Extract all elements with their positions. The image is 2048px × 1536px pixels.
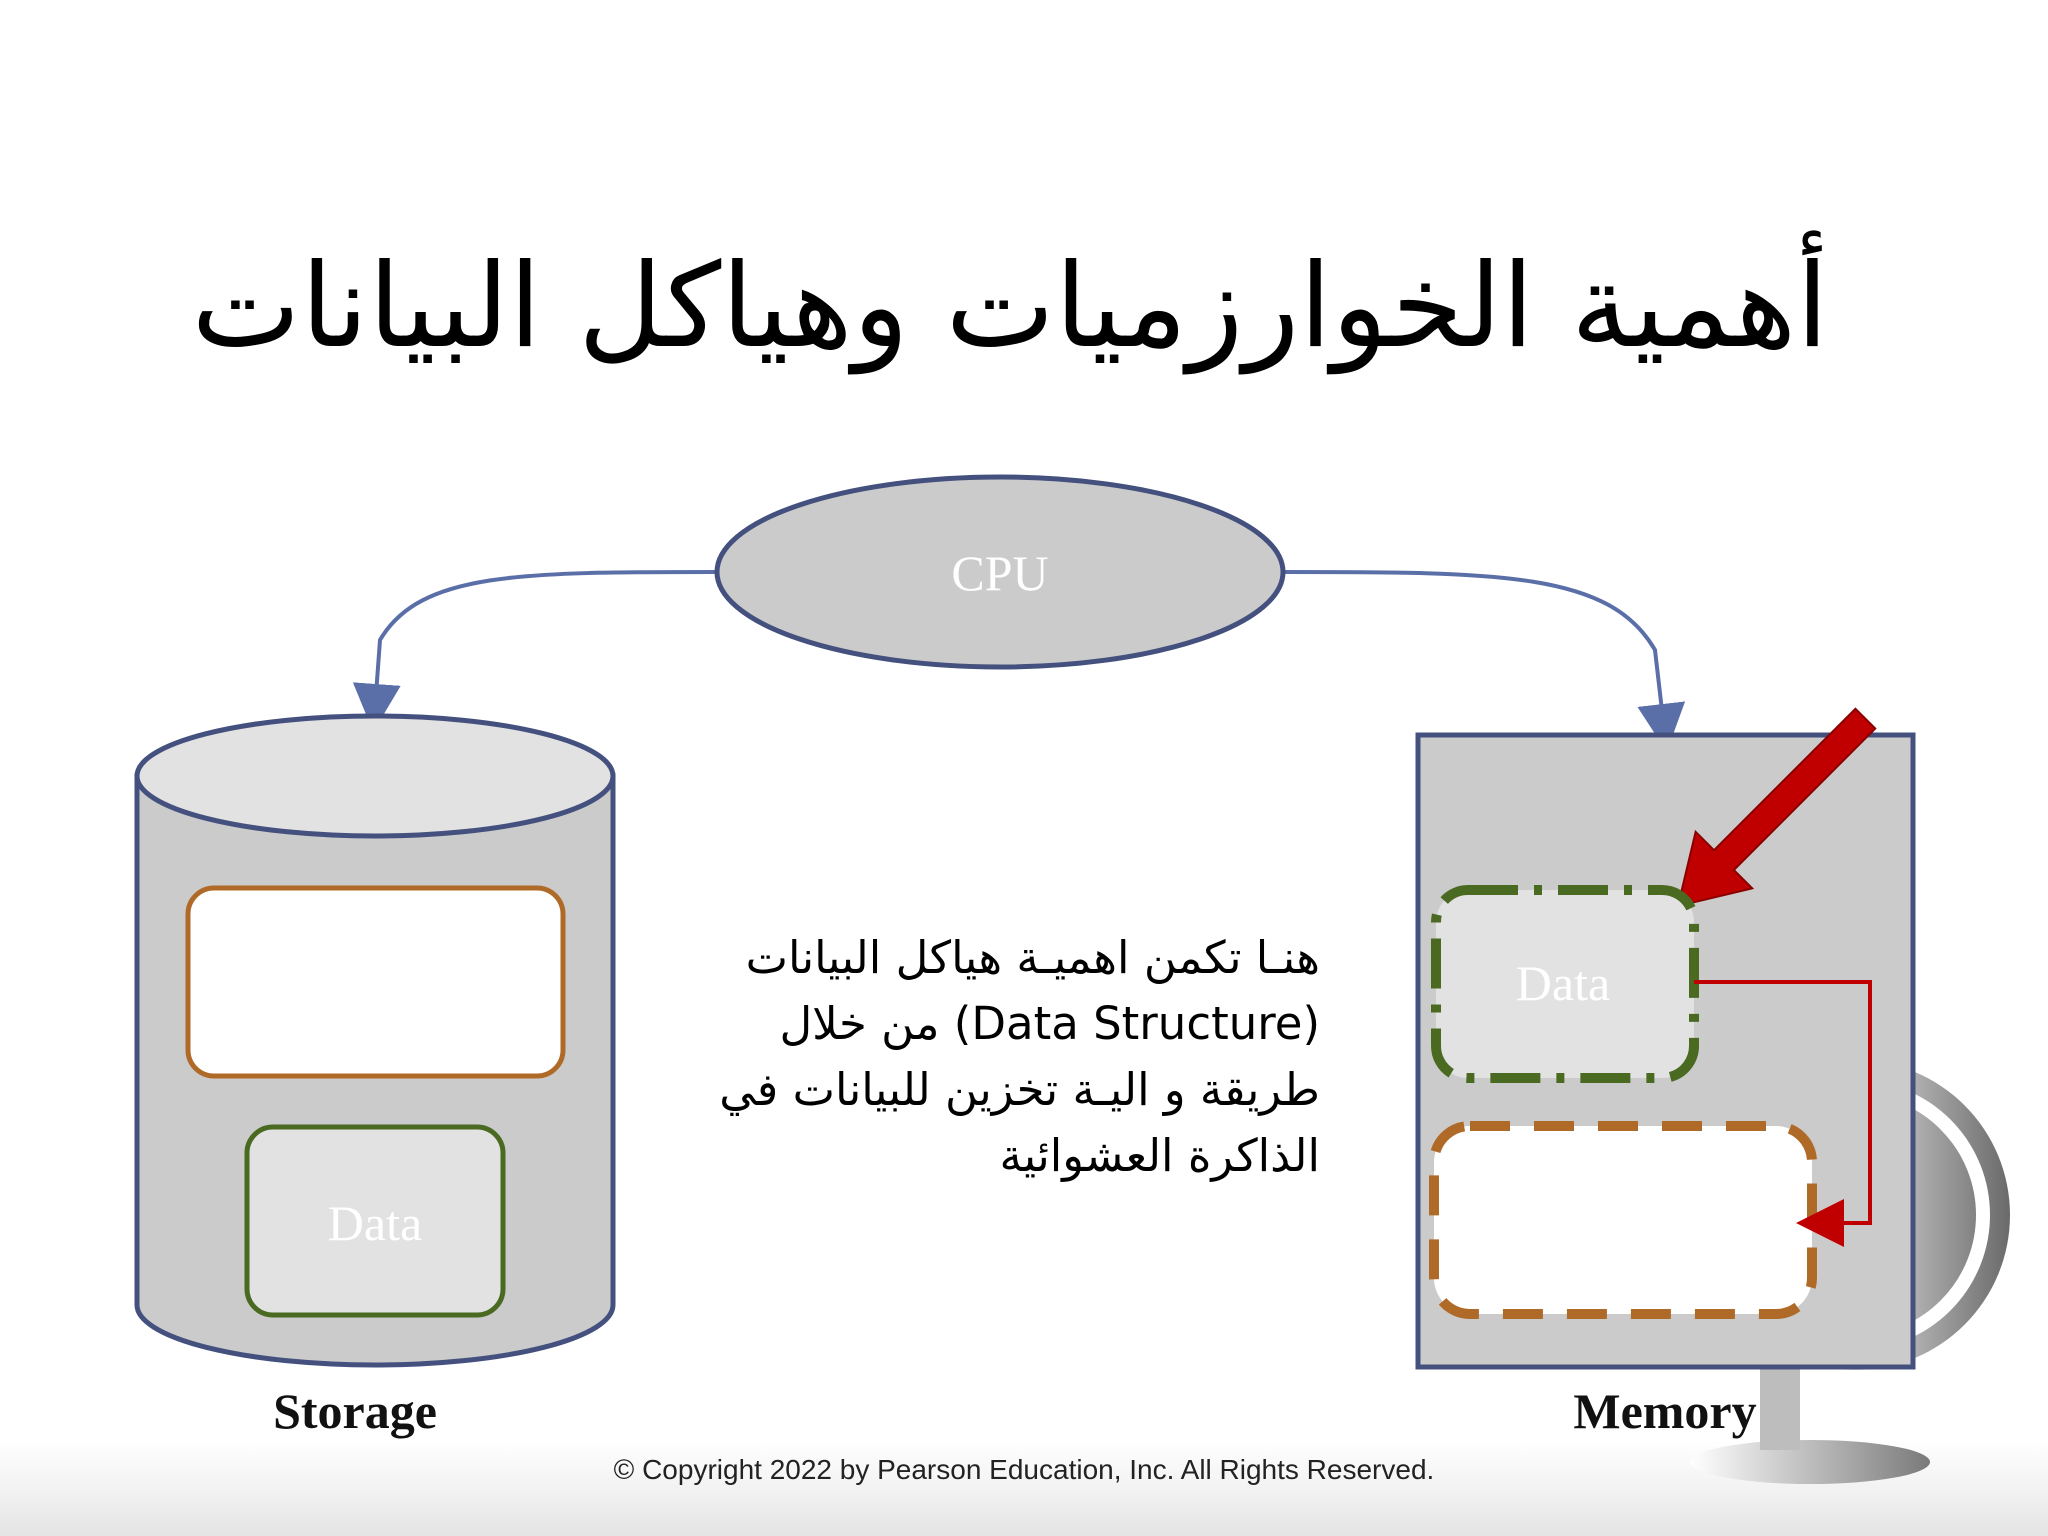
copyright-text: © Copyright 2022 by Pearson Education, I… — [613, 1454, 1435, 1485]
slide-title: أهمية الخوارزميات وهياكل البيانات — [191, 239, 1829, 374]
storage-caption: Storage — [273, 1383, 437, 1439]
description-line: هنـا تكمن اهميـة هياكل البيانات — [745, 931, 1320, 984]
storage-data-block — [244, 1124, 506, 1318]
pointer-arrow-icon — [1676, 707, 1877, 908]
description-text: هنـا تكمن اهميـة هياكل البيانات (Data St… — [690, 925, 1320, 1189]
description-line: طريقة و اليـة تخزين للبيانات في — [719, 1063, 1320, 1116]
cpu-label: CPU — [951, 545, 1048, 601]
memory-empty-block — [1429, 1121, 1817, 1319]
storage-data-label: Data — [328, 1195, 422, 1251]
description-line: (Data Structure) من خلال — [779, 997, 1320, 1050]
description-line: الذاكرة العشوائية — [999, 1129, 1320, 1182]
cpu-to-memory-connector — [1281, 570, 1686, 752]
storage-empty-block — [185, 885, 566, 1079]
data-move-connector — [1694, 980, 1872, 1247]
cpu-to-storage-connector — [352, 570, 719, 732]
memory-caption: Memory — [1573, 1383, 1757, 1439]
cpu-node — [714, 474, 1286, 670]
memory-data-label: Data — [1516, 955, 1610, 1011]
